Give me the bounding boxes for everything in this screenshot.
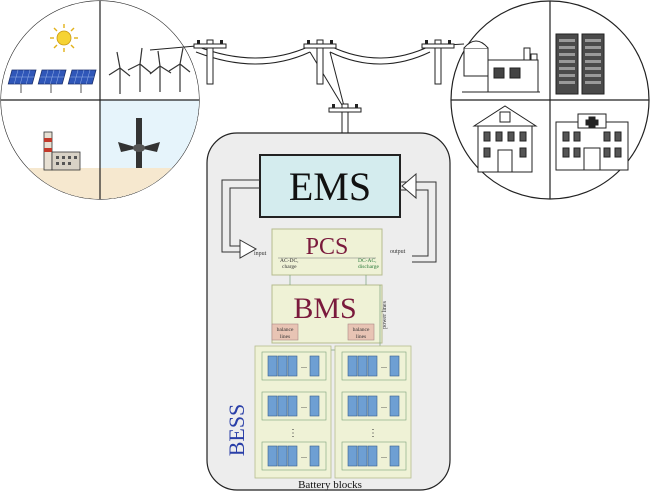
cell-string-frame xyxy=(261,351,327,381)
battery-cell xyxy=(309,395,320,417)
cell-ellipsis: ... xyxy=(301,361,307,370)
battery-cell xyxy=(267,445,278,467)
battery-cell xyxy=(357,395,368,417)
battery-blocks-label: Battery blocks xyxy=(298,479,362,491)
wind-turbine-icon xyxy=(108,47,191,94)
battery-cell xyxy=(277,445,288,467)
balance-lines-right-box xyxy=(347,323,375,341)
cell-string-frame xyxy=(261,441,327,471)
cell-string-frame xyxy=(341,441,407,471)
battery-cell xyxy=(277,395,288,417)
factory-icon xyxy=(43,131,81,171)
cell-string-frame xyxy=(261,391,327,421)
battery-cell xyxy=(347,445,358,467)
dc-ac-label: DC-AC, xyxy=(358,258,377,264)
charge-label: charge xyxy=(282,264,297,270)
battery-cell xyxy=(367,355,378,377)
balance-lines-left-box xyxy=(271,323,299,341)
battery-cell xyxy=(267,395,278,417)
balance-left-line2: lines xyxy=(280,334,290,340)
battery-cell xyxy=(357,355,368,377)
ems-box xyxy=(259,154,401,218)
balance-left-line1: balance xyxy=(277,327,294,333)
battery-cell xyxy=(309,445,320,467)
ems-pcs-loop xyxy=(221,172,437,263)
cell-ellipsis: ... xyxy=(301,451,307,460)
battery-cell xyxy=(357,445,368,467)
battery-cell xyxy=(287,355,298,377)
cell-ellipsis: ... xyxy=(381,401,387,410)
balance-right-line1: balance xyxy=(353,327,370,333)
pcs-box xyxy=(271,228,383,276)
battery-cells: .................. xyxy=(261,351,407,471)
cell-string-frame xyxy=(341,391,407,421)
output-label: output xyxy=(390,249,406,255)
pcs-label: PCS xyxy=(306,234,349,260)
ems-label: EMS xyxy=(289,164,371,209)
power-plant-icon xyxy=(462,40,540,93)
battery-cell xyxy=(287,395,298,417)
house-icon xyxy=(472,105,538,173)
server-rack-icon xyxy=(555,33,605,95)
battery-cell xyxy=(347,395,358,417)
vertical-ellipsis-left: ⋮ xyxy=(288,428,298,439)
bms-label: BMS xyxy=(293,292,356,325)
consumer-circle xyxy=(450,0,650,200)
cell-string-frame xyxy=(341,351,407,381)
input-label: input xyxy=(254,251,267,257)
cell-ellipsis: ... xyxy=(381,361,387,370)
battery-cell xyxy=(309,355,320,377)
ac-dc-label: AC-DC, xyxy=(280,258,299,264)
battery-cell xyxy=(389,355,400,377)
sun-icon xyxy=(50,24,78,52)
battery-cell xyxy=(389,395,400,417)
vertical-ellipsis-right: ⋮ xyxy=(368,428,378,439)
solar-panel-icon xyxy=(7,69,97,93)
cell-ellipsis: ... xyxy=(301,401,307,410)
hospital-icon xyxy=(555,113,629,171)
generation-circle xyxy=(0,0,200,200)
power-lines-label: power lines xyxy=(382,300,388,328)
cell-ellipsis: ... xyxy=(381,451,387,460)
balance-right-line2: lines xyxy=(356,334,366,340)
bess-label: BESS xyxy=(224,404,249,457)
battery-cell xyxy=(287,445,298,467)
battery-cell xyxy=(267,355,278,377)
battery-cell xyxy=(367,395,378,417)
battery-cell xyxy=(367,445,378,467)
power-pole-icon xyxy=(149,39,465,139)
battery-cell xyxy=(389,445,400,467)
battery-cell xyxy=(277,355,288,377)
discharge-label: discharge xyxy=(358,264,380,270)
tidal-turbine-icon xyxy=(118,118,160,168)
battery-cell xyxy=(347,355,358,377)
